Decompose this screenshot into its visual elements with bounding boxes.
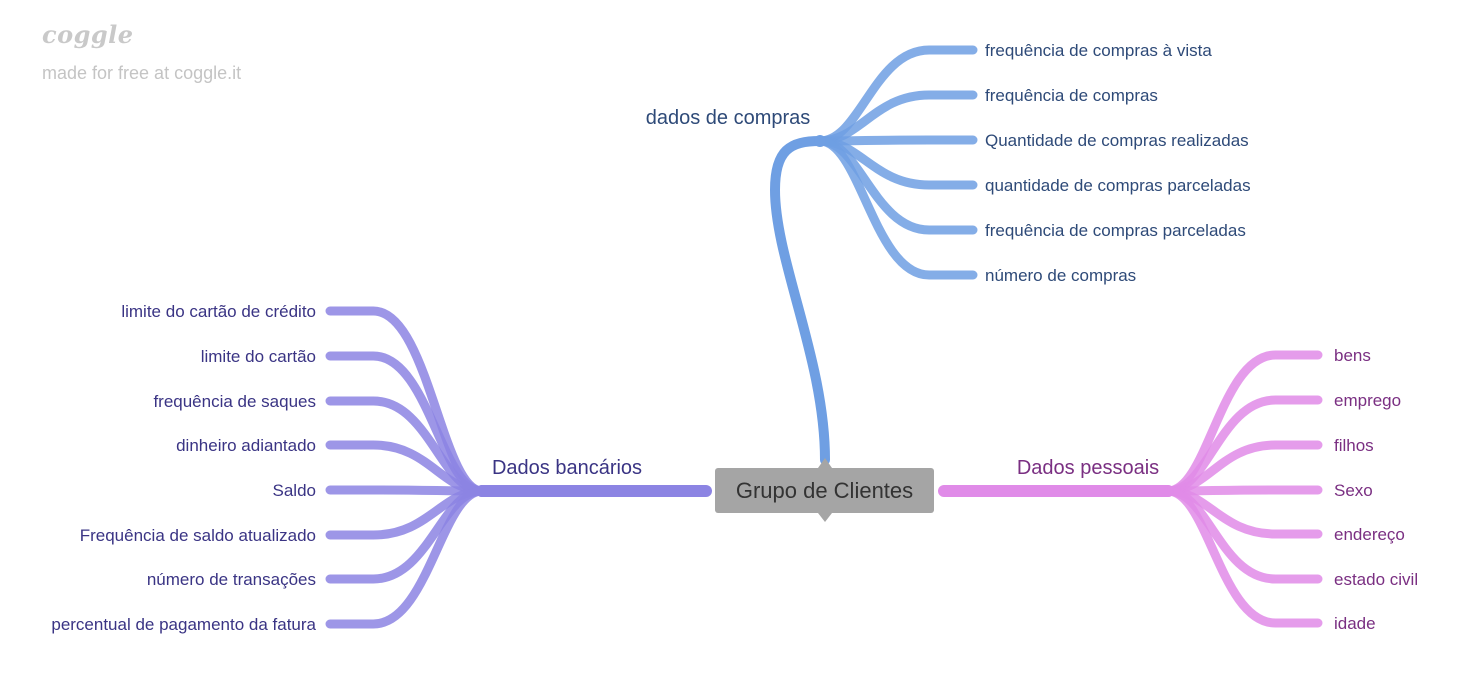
leaf-node-compras[interactable]: Quantidade de compras realizadas	[985, 131, 1249, 150]
branch-joint-bancarios	[476, 485, 488, 497]
branch-joint-pessoais	[1162, 485, 1174, 497]
connector-pessoais-0	[1163, 350, 1323, 496]
leaf-node-bancarios[interactable]: Frequência de saldo atualizado	[80, 526, 316, 545]
leaf-node-bancarios[interactable]: limite do cartão de crédito	[121, 302, 316, 321]
watermark-text: made for free at coggle.it	[42, 63, 242, 83]
leaf-node-pessoais[interactable]: endereço	[1334, 525, 1405, 544]
root-notch-top	[818, 458, 832, 468]
leaf-node-pessoais[interactable]: estado civil	[1334, 570, 1418, 589]
leaf-node-compras[interactable]: frequência de compras à vista	[985, 41, 1212, 60]
node-labels: dados de compras frequência de compras à …	[51, 41, 1418, 634]
branch-joint-compras	[814, 135, 826, 147]
branch-label-bancarios[interactable]: Dados bancários	[492, 457, 642, 479]
leaf-node-bancarios[interactable]: percentual de pagamento da fatura	[51, 615, 316, 634]
leaf-node-compras[interactable]: quantidade de compras parceladas	[985, 176, 1251, 195]
leaf-node-bancarios[interactable]: frequência de saques	[153, 392, 316, 411]
connector-pessoais-6	[1163, 486, 1323, 628]
leaf-node-pessoais[interactable]: emprego	[1334, 391, 1401, 410]
leaf-node-bancarios[interactable]: limite do cartão	[201, 347, 316, 366]
leaf-node-compras[interactable]: frequência de compras	[985, 86, 1158, 105]
branch-connectors	[325, 45, 1323, 629]
coggle-logo: coggle	[42, 20, 134, 49]
connector-compras-5	[815, 136, 978, 280]
connector-bancarios-4	[325, 485, 487, 496]
root-node[interactable]: Grupo de Clientes	[715, 468, 934, 513]
leaf-node-bancarios[interactable]: dinheiro adiantado	[176, 436, 316, 455]
connector-compras-1	[815, 90, 978, 146]
leaf-node-pessoais[interactable]: filhos	[1334, 436, 1374, 455]
leaf-node-bancarios[interactable]: número de transações	[147, 570, 316, 589]
connector-bancarios-1	[325, 351, 487, 496]
leaf-node-pessoais[interactable]: idade	[1334, 614, 1376, 633]
leaf-node-compras[interactable]: frequência de compras parceladas	[985, 221, 1246, 240]
root-node-label: Grupo de Clientes	[735, 477, 914, 503]
branch-label-pessoais[interactable]: Dados pessoais	[1017, 457, 1159, 479]
branch-label-compras[interactable]: dados de compras	[646, 107, 811, 129]
root-notch-bottom	[818, 513, 832, 522]
leaf-node-pessoais[interactable]: bens	[1334, 346, 1371, 365]
connector-compras-trunk	[769, 136, 830, 465]
leaf-node-pessoais[interactable]: Sexo	[1334, 481, 1373, 500]
connector-pessoais-3	[1163, 485, 1323, 496]
leaf-node-bancarios[interactable]: Saldo	[273, 481, 316, 500]
connector-compras-2	[815, 135, 978, 146]
connector-bancarios-7	[325, 486, 487, 629]
leaf-node-compras[interactable]: número de compras	[985, 266, 1136, 285]
